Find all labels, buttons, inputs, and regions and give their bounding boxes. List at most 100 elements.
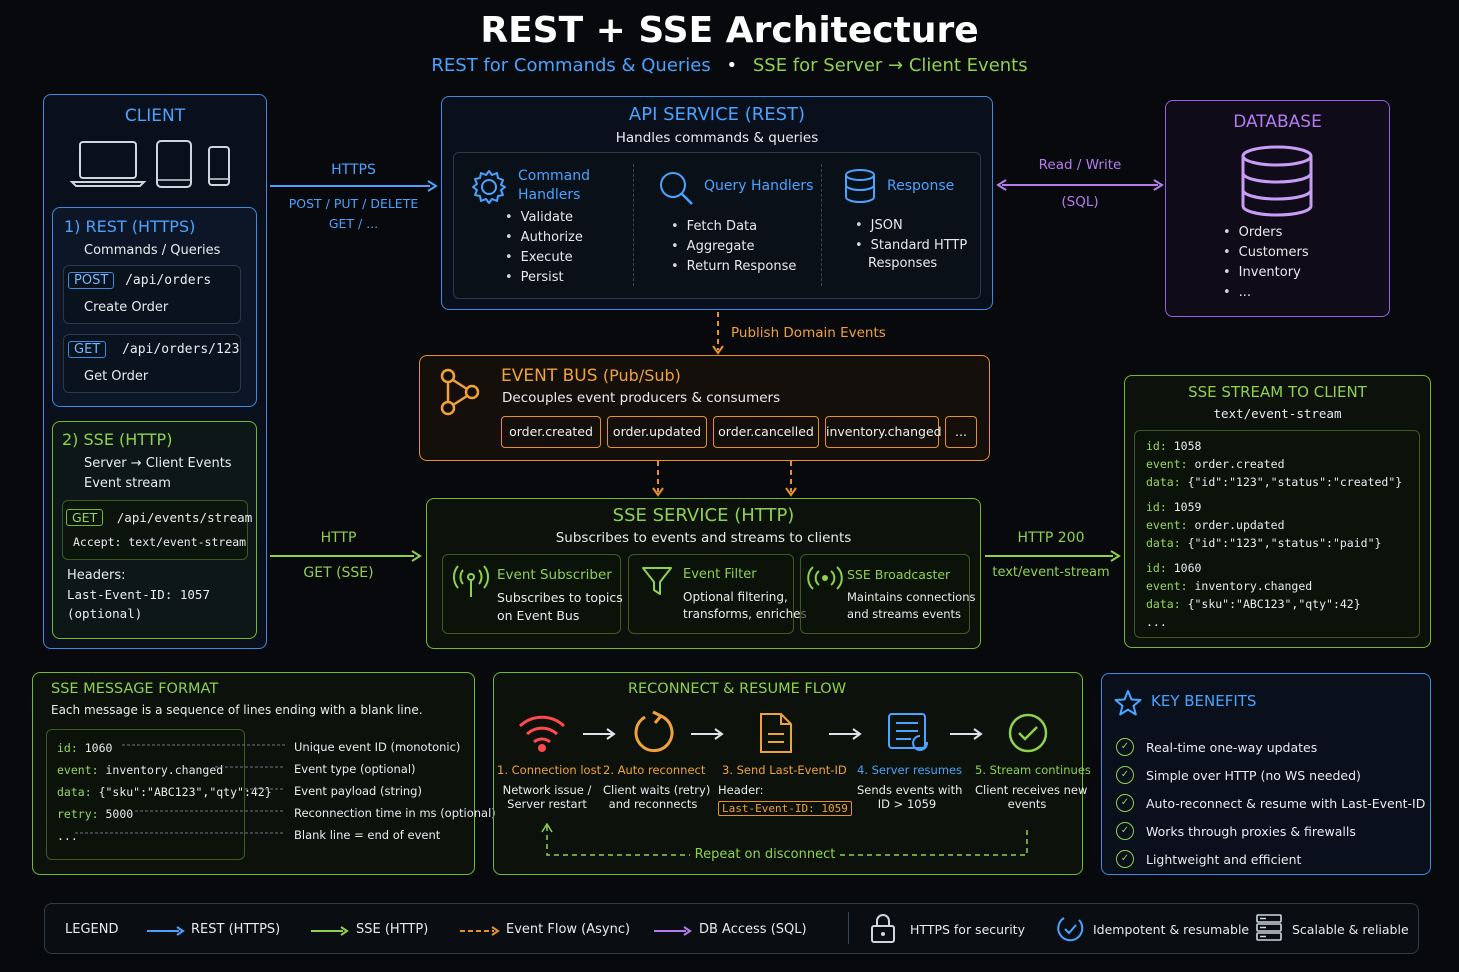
format-leader-lines	[75, 744, 285, 834]
chip-more[interactable]: ...	[945, 416, 977, 448]
post-path: /api/orders	[125, 273, 212, 288]
client-sse-desc1: Server → Client Events	[84, 456, 232, 471]
benefit-item: ✓ Real-time one-way updates	[1116, 733, 1425, 761]
chip-order-updated[interactable]: order.updated	[607, 416, 707, 448]
legend-bar	[44, 903, 1419, 954]
chip-order-cancelled[interactable]: order.cancelled	[713, 416, 819, 448]
client-title: CLIENT	[124, 106, 186, 126]
http-label: HTTP	[320, 530, 357, 546]
sse-service-title: SSE SERVICE (HTTP)	[612, 505, 795, 526]
benefit-item: ✓ Works through proxies & firewalls	[1116, 817, 1425, 845]
step-stream-continues: 5. Stream continues Client receives new …	[975, 763, 1091, 811]
event-filter-l2: transforms, enriches	[683, 607, 807, 621]
step-send-last-event-id: 3. Send Last-Event-ID Header: Last-Event…	[718, 763, 852, 816]
check-circle-icon	[1008, 713, 1048, 753]
sse-path: /api/events/stream	[116, 510, 253, 525]
legend-rest: REST (HTTPS)	[191, 922, 281, 937]
document-icon	[760, 713, 792, 753]
flow-arrows	[583, 728, 983, 740]
stream-event-2: id: 1059 event: order.updated data: {"id…	[1146, 500, 1382, 550]
db-label-rw: Read / Write	[1038, 157, 1122, 173]
refresh-icon	[634, 710, 674, 753]
request-event-stream[interactable]	[62, 500, 248, 560]
https-methods-1: POST / PUT / DELETE	[288, 196, 419, 211]
http-sse-arrow	[270, 550, 422, 562]
servers-icon	[1256, 914, 1282, 941]
https-methods-2: GET / ...	[328, 216, 379, 231]
last-event-id-header: Last-Event-ID: 1057	[67, 587, 210, 602]
legend-db: DB Access (SQL)	[699, 922, 807, 937]
legend-sse: SSE (HTTP)	[356, 922, 429, 937]
check-icon: ✓	[1116, 822, 1134, 840]
broadcast-icon	[807, 566, 843, 590]
publish-label: Publish Domain Events	[731, 325, 886, 341]
antenna-icon	[453, 565, 489, 597]
post-method-tag: POST	[68, 272, 115, 289]
sse-get-tag: GET	[66, 509, 104, 526]
http200-label: HTTP 200	[1017, 530, 1085, 546]
sse-format-desc: Each message is a sequence of lines endi…	[51, 703, 423, 717]
benefit-item: ✓ Simple over HTTP (no WS needed)	[1116, 761, 1425, 789]
search-icon	[660, 172, 693, 205]
chip-inventory-changed[interactable]: inventory.changed	[825, 416, 942, 448]
benefits-panel	[1101, 673, 1431, 875]
response-list: JSON Standard HTTP	[855, 216, 968, 256]
sse-stream-events: id: 1058 event: order.created data: {"id…	[1146, 437, 1402, 631]
repeat-loop	[541, 822, 1028, 856]
legend-idempotent: Idempotent & resumable	[1093, 922, 1250, 937]
get-path: /api/orders/123	[122, 342, 240, 357]
step-connection-lost: 1. Connection lost Network issue / Serve…	[497, 763, 602, 811]
api-service-title: API SERVICE (REST)	[628, 104, 806, 125]
benefits-title: KEY BENEFITS	[1151, 692, 1257, 710]
repeat-label: Repeat on disconnect	[694, 847, 836, 862]
subtitle-rest: REST for Commands & Queries	[431, 55, 711, 76]
bus-to-sse-arrows	[652, 461, 797, 497]
headers-label: Headers:	[67, 568, 126, 583]
event-bus-desc: Decouples event producers & consumers	[502, 390, 781, 406]
sse-format-code	[46, 729, 245, 860]
event-subscriber-l2: on Event Bus	[497, 608, 580, 623]
sse-broadcaster-l2: and streams events	[847, 607, 961, 621]
sse-stream-log	[1134, 430, 1420, 638]
page-title: REST + SSE Architecture	[480, 10, 979, 51]
legend-db-arrow	[654, 926, 692, 936]
legend-event: Event Flow (Async)	[506, 922, 631, 937]
sse-broadcaster-l1: Maintains connections	[847, 590, 976, 604]
stream-event-3: id: 1060 event: inventory.changed data: …	[1146, 561, 1361, 611]
database-small-icon	[845, 169, 875, 204]
query-handlers-title: Query Handlers	[704, 178, 814, 194]
chip-order-created[interactable]: order.created	[501, 416, 601, 448]
client-rest-title: 1) REST (HTTPS)	[64, 217, 196, 236]
get-label: Get Order	[84, 369, 149, 384]
legend-sse-arrow	[311, 926, 349, 936]
event-bus-title: EVENT BUS (Pub/Sub)	[501, 366, 681, 386]
request-get-order[interactable]	[63, 334, 241, 393]
check-icon: ✓	[1116, 850, 1134, 868]
event-subscriber-title: Event Subscriber	[497, 567, 612, 583]
optional-note: (optional)	[67, 606, 143, 621]
event-filter-l1: Optional filtering,	[683, 590, 788, 604]
db-label-sql: (SQL)	[1061, 194, 1099, 210]
https-label: HTTPS	[331, 162, 376, 178]
sse-format-lines: id: 1060 event: inventory.changed data: …	[57, 741, 272, 843]
legend-security: HTTPS for security	[910, 922, 1025, 937]
stream-type-label: text/event-stream	[992, 565, 1110, 580]
subtitle-sep: •	[726, 55, 738, 76]
event-subscriber-l1: Subscribes to topics	[497, 590, 623, 605]
filter-icon	[642, 567, 672, 595]
api-service-desc: Handles commands & queries	[615, 130, 819, 146]
benefits-list: ✓ Real-time one-way updates ✓ Simple ove…	[1116, 733, 1425, 873]
subtitle-sse: SSE for Server → Client Events	[752, 55, 1028, 76]
sse-broadcaster-box	[800, 554, 970, 634]
sse-stream-type: text/event-stream	[1213, 406, 1342, 421]
sse-accept-header: Accept: text/event-stream	[73, 535, 247, 549]
database-icon	[1241, 145, 1313, 217]
query-handlers-list: Fetch Data Aggregate Return Response	[671, 217, 797, 277]
event-bus-panel	[419, 355, 990, 461]
sse-stream-title: SSE STREAM TO CLIENT	[1188, 383, 1367, 401]
star-icon	[1114, 690, 1142, 716]
wifi-off-icon	[518, 715, 566, 752]
benefit-item: ✓ Lightweight and efficient	[1116, 845, 1425, 873]
request-create-order[interactable]	[63, 265, 241, 324]
hub-icon	[440, 368, 480, 416]
